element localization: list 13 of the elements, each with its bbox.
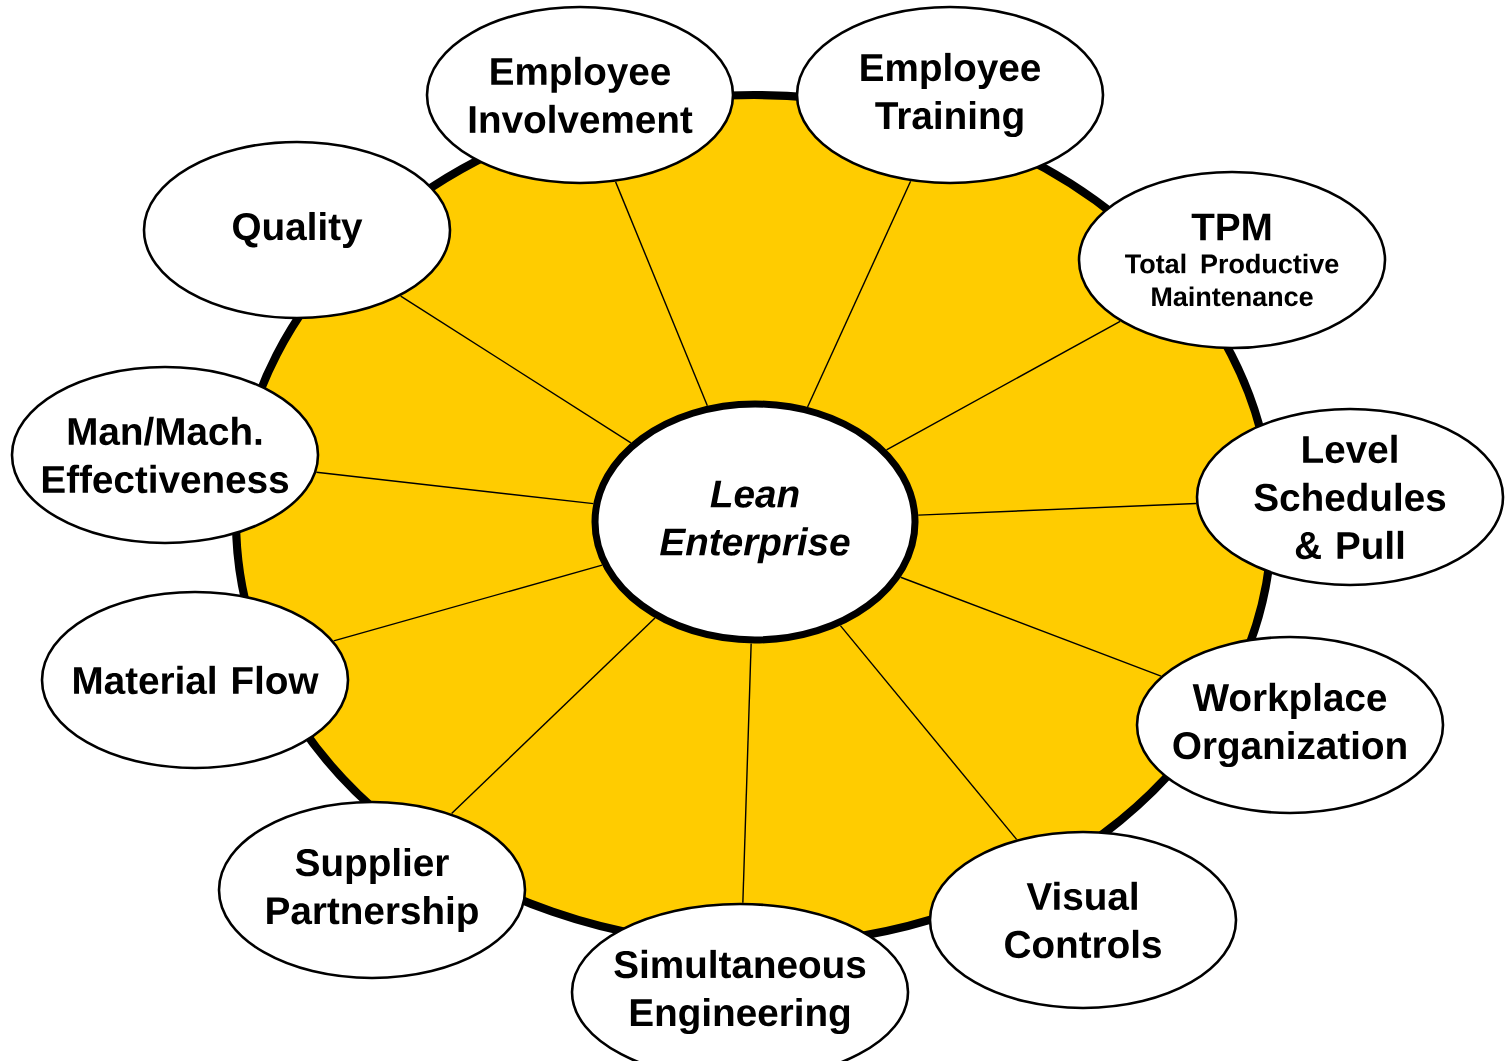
connector-line xyxy=(917,502,1197,516)
connector-line xyxy=(806,180,912,408)
connector-line xyxy=(614,181,709,407)
connector-line xyxy=(315,471,595,505)
connector-line xyxy=(899,576,1162,677)
connector-line xyxy=(885,320,1121,451)
connector-line xyxy=(839,624,1018,841)
connector-line xyxy=(742,642,752,904)
node-label: Simultaneous Engineering xyxy=(614,949,866,1035)
connector-line xyxy=(450,617,656,815)
connector-line xyxy=(333,564,603,642)
node-label: Level Schedules & Pull xyxy=(1254,434,1446,560)
connector-line xyxy=(400,295,632,444)
